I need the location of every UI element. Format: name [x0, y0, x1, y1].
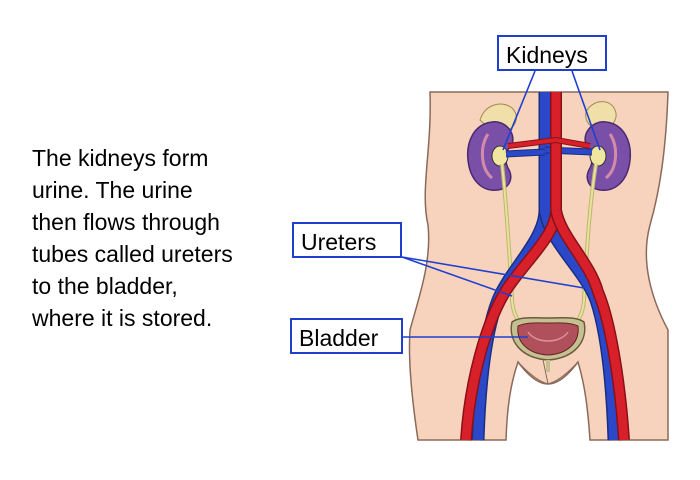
caption-line: then flows through [32, 209, 220, 235]
caption-line: to the bladder, [32, 273, 178, 299]
kidneys-label: Kidneys [497, 35, 607, 71]
caption-line: where it is stored. [32, 305, 213, 331]
ureters-label: Ureters [292, 222, 402, 258]
caption-line: The kidneys form [32, 145, 209, 171]
caption-line: tubes called ureters [32, 241, 233, 267]
leader-lines [401, 70, 601, 338]
caption-line: urine. The urine [32, 177, 193, 203]
bladder-label: Bladder [290, 318, 403, 354]
caption-text: The kidneys form urine. The urine then f… [32, 142, 294, 334]
